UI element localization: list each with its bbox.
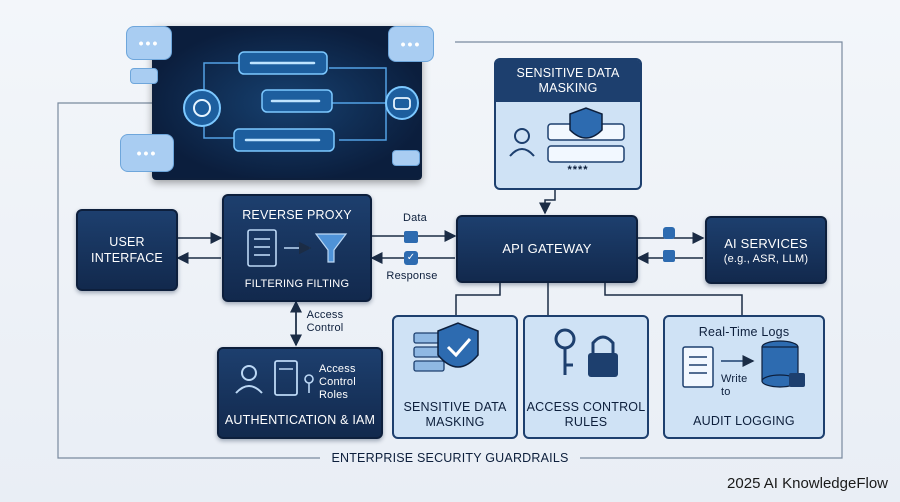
access-control-rules-title: ACCESS CONTROL RULES — [526, 400, 646, 429]
lock-icon — [663, 250, 675, 262]
sensitive-data-masking-top-node: SENSITIVE DATA MASKING **** — [494, 58, 642, 190]
chat-illustration-panel — [152, 26, 422, 180]
microphone-icon — [663, 227, 675, 239]
response-edge-label: Response — [386, 270, 438, 282]
reverse-proxy-node: REVERSE PROXY FILTERING FILTING — [222, 194, 372, 302]
access-control-edge-label: Access Control — [306, 309, 344, 334]
chat-bubble-small-left — [130, 68, 158, 84]
data-transfer-icon — [404, 231, 418, 243]
response-check-icon: ✓ — [404, 251, 418, 265]
reverse-proxy-subtitle: FILTERING FILTING — [244, 278, 350, 290]
sensitive-data-masking-bottom-node: SENSITIVE DATA MASKING — [392, 315, 518, 439]
filter-funnel-icon — [247, 229, 348, 267]
chat-bubble-small-right — [392, 150, 420, 166]
user-shield-icon — [509, 107, 625, 163]
chat-bubble-top-left: ••• — [126, 26, 172, 60]
reverse-proxy-title: REVERSE PROXY — [242, 208, 352, 222]
authentication-iam-title: AUTHENTICATION & IAM — [224, 413, 376, 427]
chat-network-lines — [183, 51, 419, 152]
data-edge-label: Data — [402, 212, 428, 224]
guardrails-title: ENTERPRISE SECURITY GUARDRAILS — [331, 451, 569, 465]
access-control-roles-label: Access Control Roles — [319, 363, 356, 401]
ai-services-node: AI SERVICES (e.g., ASR, LLM) — [705, 216, 827, 284]
write-to-label: Write to — [721, 373, 748, 398]
api-gateway-label: API GATEWAY — [502, 241, 592, 256]
chat-bubble-dots: ••• — [138, 35, 160, 51]
brand-watermark: 2025 AI KnowledgeFlow — [727, 475, 888, 492]
user-interface-node: USER INTERFACE — [76, 209, 178, 291]
key-padlock-icon — [554, 328, 618, 377]
shield-check-icon — [413, 322, 479, 372]
log-database-icon — [682, 340, 805, 388]
chat-bubble-dots: ••• — [400, 36, 422, 52]
sensitive-masking-bottom-title: SENSITIVE DATA MASKING — [403, 400, 507, 429]
user-server-key-icon — [235, 360, 314, 396]
chat-bubble-dots: ••• — [136, 145, 158, 161]
masked-password-text: **** — [567, 164, 589, 176]
sensitive-masking-top-title: SENSITIVE DATA MASKING — [516, 66, 620, 95]
user-interface-label: USER INTERFACE — [91, 235, 163, 265]
ai-services-subtitle: (e.g., ASR, LLM) — [723, 253, 809, 265]
ai-services-title: AI SERVICES — [724, 236, 808, 251]
chat-bubble-bottom-left: ••• — [120, 134, 174, 172]
realtime-logs-label: Real-Time Logs — [698, 325, 790, 339]
audit-logging-title: AUDIT LOGGING — [693, 414, 795, 428]
api-gateway-node: API GATEWAY — [456, 215, 638, 283]
access-control-rules-node: ACCESS CONTROL RULES — [523, 315, 649, 439]
sensitive-masking-top-header — [496, 60, 640, 102]
chat-bubble-top-right: ••• — [388, 26, 434, 62]
audit-logging-node: Real-Time Logs Write to AUDIT LOGGING — [663, 315, 825, 439]
authentication-iam-node: Access Control Roles AUTHENTICATION & IA… — [217, 347, 383, 439]
